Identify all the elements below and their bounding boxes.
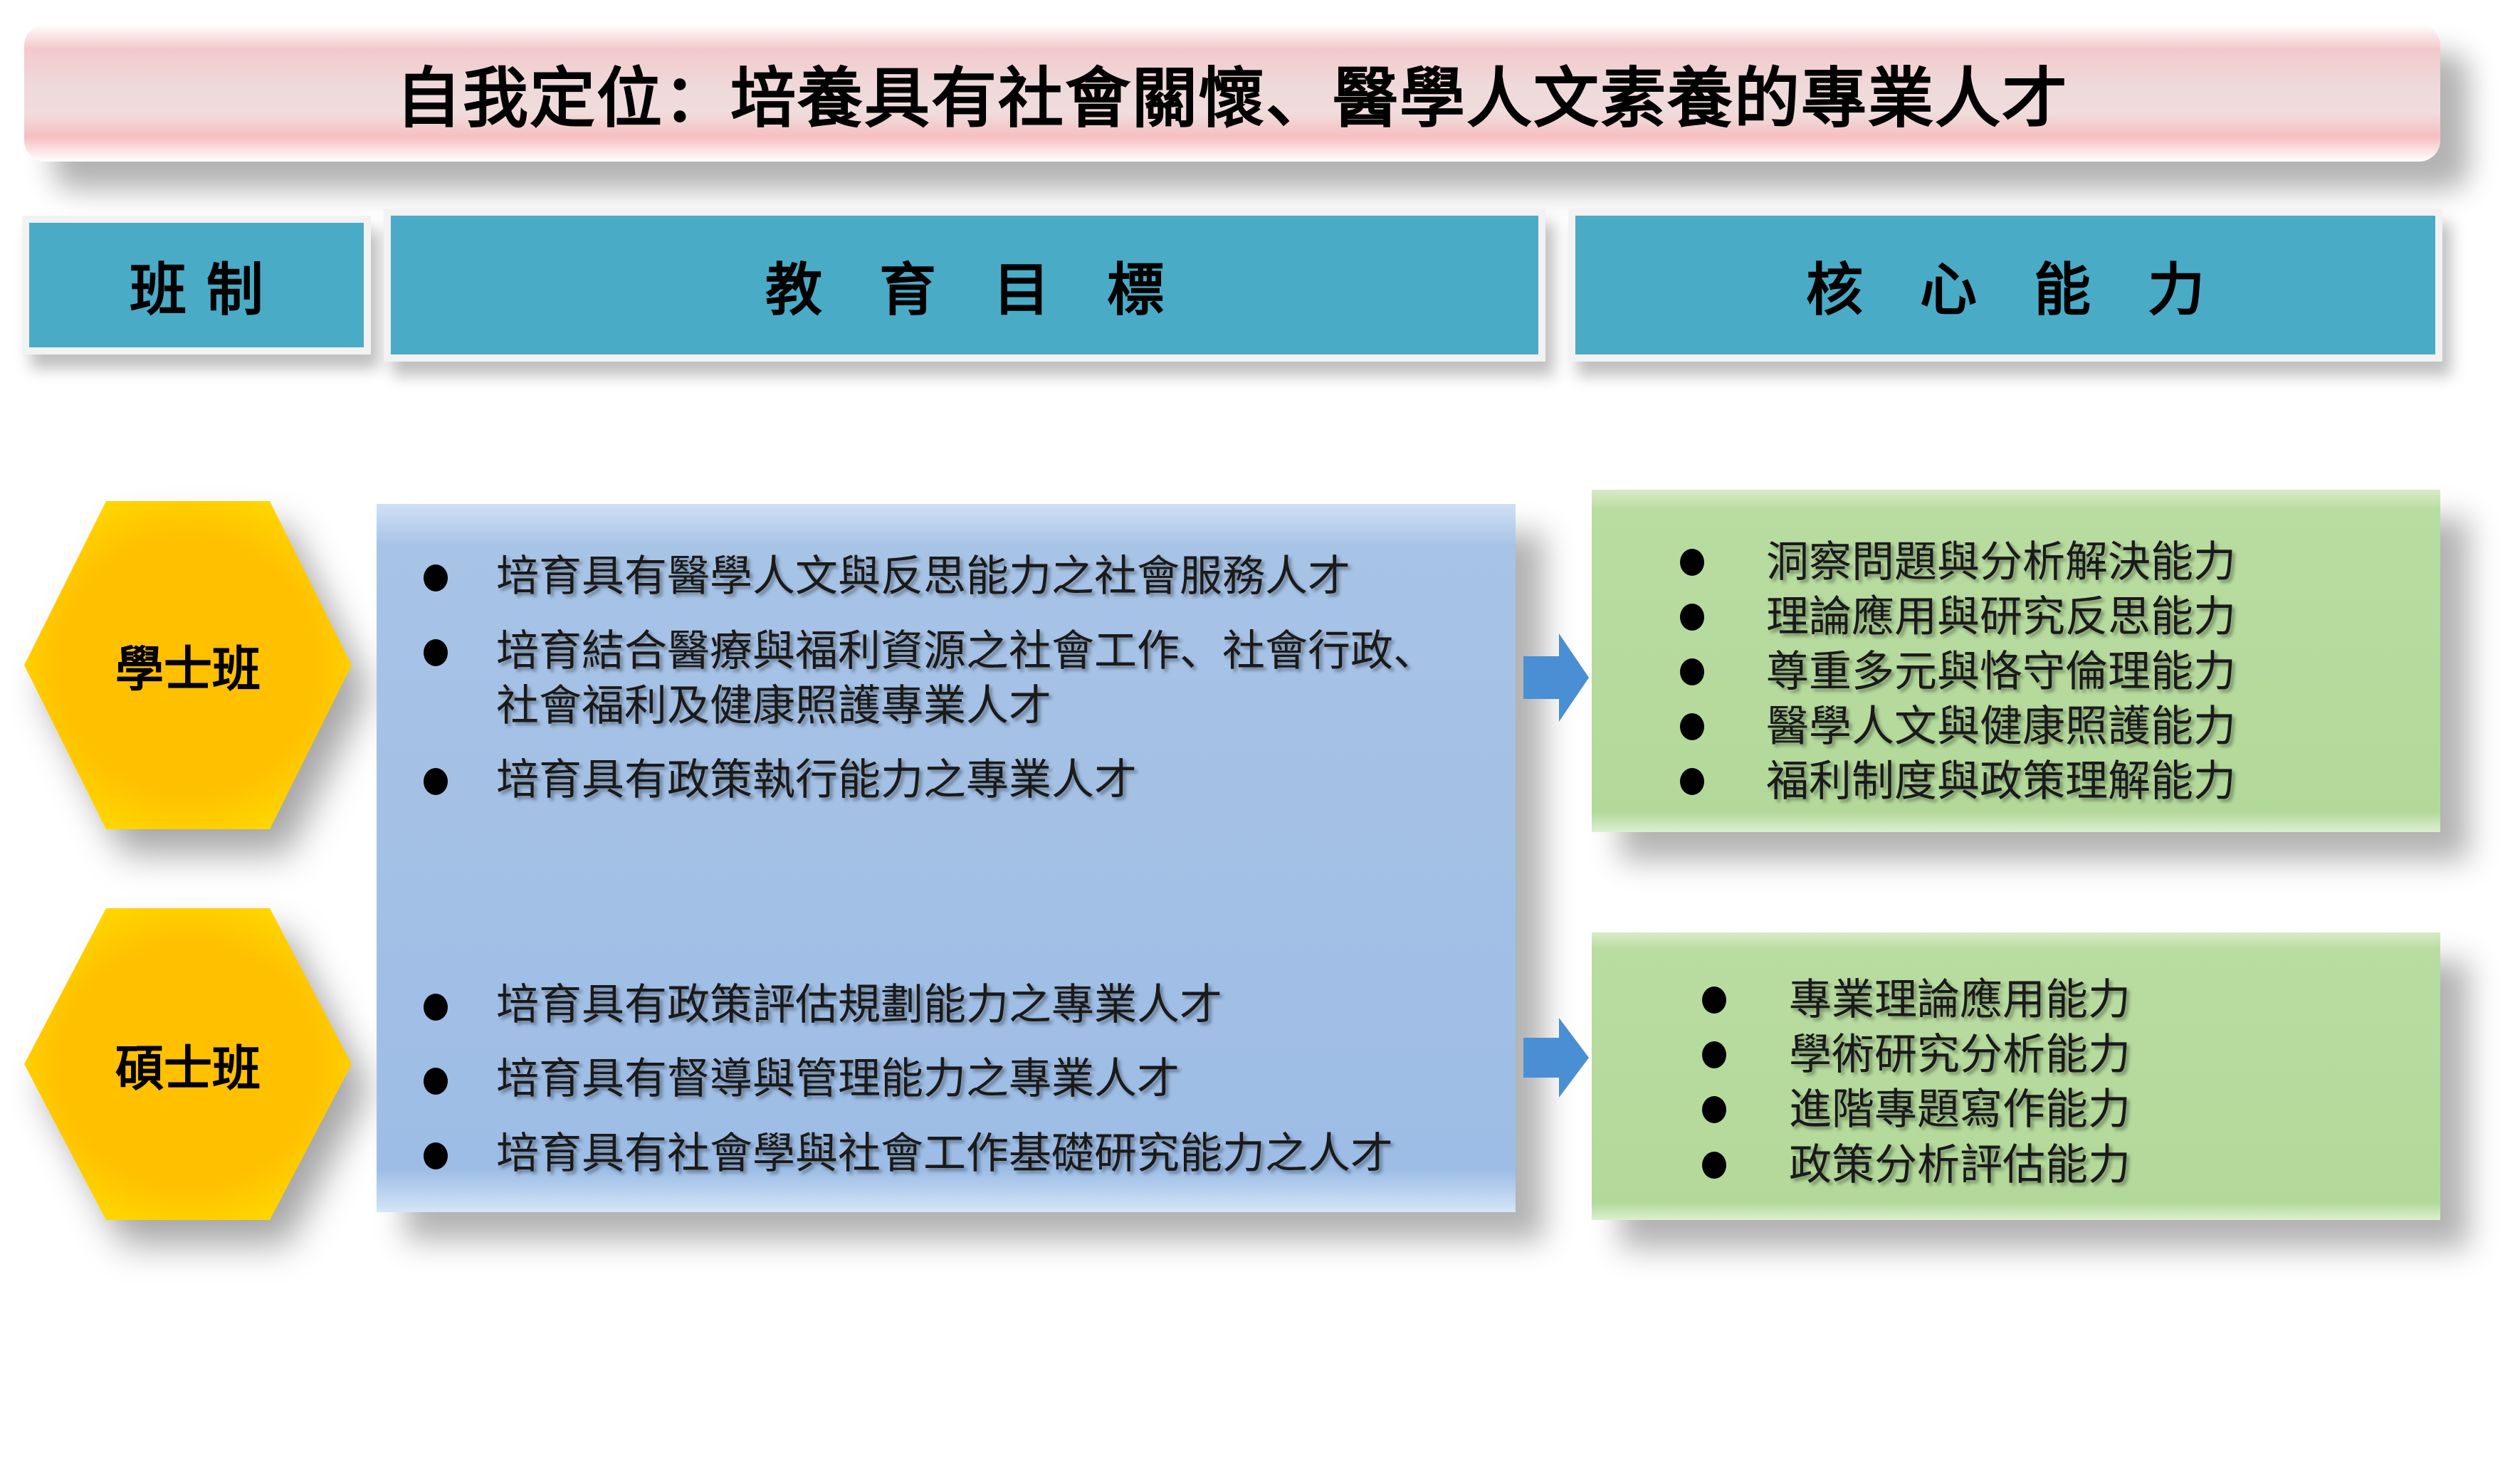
ability-item: 尊重多元與恪守倫理能力: [1766, 647, 2236, 697]
bullet-icon: [424, 564, 448, 591]
bullet-icon: [424, 1068, 448, 1095]
bullet-icon: [1680, 604, 1704, 631]
ability-item: 學術研究分析能力: [1789, 1030, 2131, 1080]
goal-item: 培育結合醫療與福利資源之社會工作、社會行政、: [496, 626, 1436, 676]
master-abilities-box: 專業理論應用能力 學術研究分析能力 進階專題寫作能力 政策分析評估能力: [1592, 932, 2440, 1220]
goal-item: 社會福利及健康照護專業人才: [496, 681, 1051, 731]
ability-item: 理論應用與研究反思能力: [1766, 592, 2236, 642]
header-class-system: 班 制: [22, 216, 371, 354]
header-label: 教 育 目 標: [765, 256, 1164, 323]
bullet-icon: [1680, 713, 1704, 740]
bullet-icon: [1680, 549, 1704, 576]
bullet-icon: [1702, 987, 1726, 1014]
bullet-icon: [424, 1142, 448, 1169]
goal-item: 培育具有政策評估規劃能力之專業人才: [496, 980, 1222, 1030]
ability-item: 進階專題寫作能力: [1789, 1085, 2131, 1135]
bullet-icon: [424, 994, 448, 1021]
bullet-icon: [1702, 1096, 1726, 1123]
program-label: 學士班: [115, 642, 261, 698]
ability-item: 醫學人文與健康照護能力: [1766, 702, 2236, 752]
bullet-icon: [1702, 1041, 1726, 1068]
hex-master: 碩士班: [24, 908, 352, 1220]
bullet-icon: [1680, 768, 1704, 795]
ability-item: 政策分析評估能力: [1789, 1140, 2131, 1190]
goal-item: 培育具有社會學與社會工作基礎研究能力之人才: [496, 1129, 1393, 1179]
program-label: 碩士班: [115, 1041, 261, 1098]
header-label: 核 心 能 力: [1806, 256, 2205, 323]
arrow-right-icon: [1523, 1018, 1589, 1098]
ability-item: 專業理論應用能力: [1789, 975, 2131, 1025]
header-label: 班 制: [130, 256, 263, 323]
bachelor-abilities-box: 洞察問題與分析解決能力 理論應用與研究反思能力 尊重多元與恪守倫理能力 醫學人文…: [1592, 490, 2440, 832]
ability-item: 福利制度與政策理解能力: [1766, 757, 2236, 806]
goal-item: 培育具有政策執行能力之專業人才: [496, 755, 1137, 805]
arrow-right-icon: [1523, 633, 1589, 722]
title-banner: 自我定位：培養具有社會關懷、醫學人文素養的專業人才: [24, 24, 2440, 162]
bullet-icon: [1680, 658, 1704, 685]
bullet-icon: [424, 639, 448, 666]
hex-bachelor: 學士班: [24, 501, 352, 829]
goal-item: 培育具有醫學人文與反思能力之社會服務人才: [496, 552, 1350, 601]
page-title: 自我定位：培養具有社會關懷、醫學人文素養的專業人才: [395, 61, 2069, 137]
education-goals-box: 培育具有醫學人文與反思能力之社會服務人才 培育結合醫療與福利資源之社會工作、社會…: [377, 504, 1516, 1212]
bullet-icon: [424, 768, 448, 795]
bullet-icon: [1702, 1152, 1726, 1179]
header-edu-goals: 教 育 目 標: [384, 209, 1545, 362]
goal-item: 培育具有督導與管理能力之專業人才: [496, 1054, 1180, 1104]
header-core-abilities: 核 心 能 力: [1568, 209, 2442, 362]
ability-item: 洞察問題與分析解決能力: [1766, 537, 2236, 587]
